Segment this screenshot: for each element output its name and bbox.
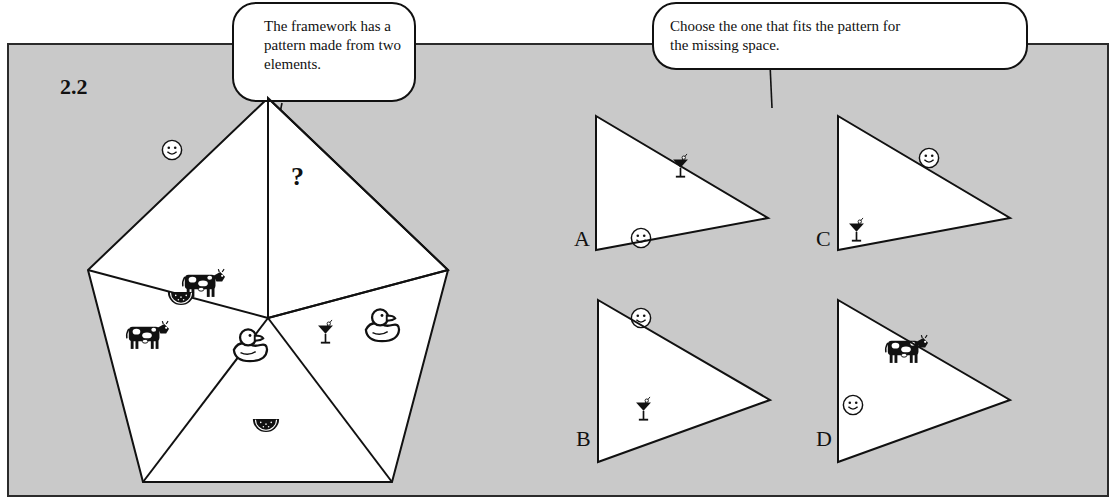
option-letter: B xyxy=(576,428,591,450)
callout-text: The framework has a pattern made from tw… xyxy=(264,17,404,73)
callout-bubble: The framework has a pattern made from tw… xyxy=(232,2,416,102)
answer-option: C xyxy=(838,116,1010,250)
triangle-outline xyxy=(268,98,448,318)
figure-number-holder: 2.2 xyxy=(60,74,88,100)
option-letter: D xyxy=(816,428,832,450)
option-letter: C xyxy=(816,228,831,250)
answer-option: B xyxy=(598,300,770,462)
callout-text: Choose the one that fits the pattern for… xyxy=(670,17,920,55)
triangle-outline xyxy=(838,300,1010,462)
triangle-edge xyxy=(596,116,768,250)
callout-bubble: Choose the one that fits the pattern for… xyxy=(652,2,1028,70)
triangle-outline xyxy=(598,300,770,462)
figure-number: 2.2 xyxy=(60,74,88,99)
triangle-edge xyxy=(268,98,448,318)
answer-option: D xyxy=(838,300,1010,462)
triangle-outline xyxy=(596,116,768,250)
triangle-edge xyxy=(838,116,1010,250)
answer-option: A xyxy=(596,116,768,250)
triangle-edge xyxy=(598,300,770,462)
missing-mark: ? xyxy=(291,164,304,190)
triangle-edge xyxy=(838,300,1010,462)
missing-sector: ? xyxy=(268,98,448,318)
triangle-outline xyxy=(838,116,1010,250)
option-letter: A xyxy=(574,228,590,250)
